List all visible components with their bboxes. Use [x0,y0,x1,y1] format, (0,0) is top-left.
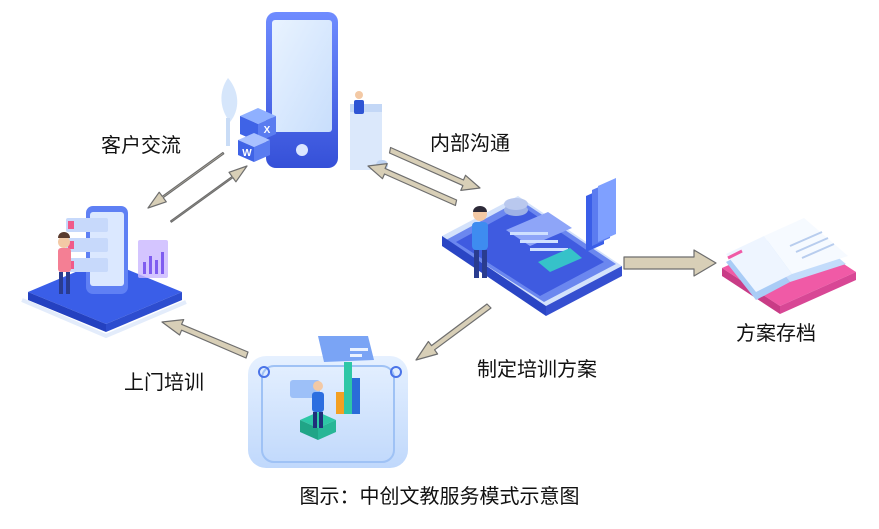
label-customer-communication: 客户交流 [101,133,181,157]
phone-illustration [221,12,388,170]
arrow-team-to-phone [367,163,458,207]
arrow-phone-to-customer [147,151,225,209]
label-plan-archive: 方案存档 [736,321,816,345]
arrow-phone-to-team [388,146,481,191]
excel-icon: X [240,108,276,142]
label-internal-communication: 内部沟通 [430,131,510,155]
label-make-training-plan: 制定培训方案 [477,357,597,381]
label-onsite-training: 上门培训 [124,370,204,394]
diagram-caption: 图示：中创文教服务模式示意图 [299,484,580,508]
svg-text:W: W [242,148,252,159]
svg-text:X: X [264,125,271,136]
arrow-training-to-customer [161,319,249,359]
arrows [147,146,717,361]
training-illustration [248,336,408,468]
arrow-team-to-archive [623,249,717,277]
archive-book-illustration [722,218,856,314]
word-icon: W [238,133,270,162]
customer-illustration [21,206,187,339]
internal-team-illustration [442,178,622,316]
arrow-team-to-training [415,303,492,361]
arrow-customer-to-phone [170,165,248,223]
